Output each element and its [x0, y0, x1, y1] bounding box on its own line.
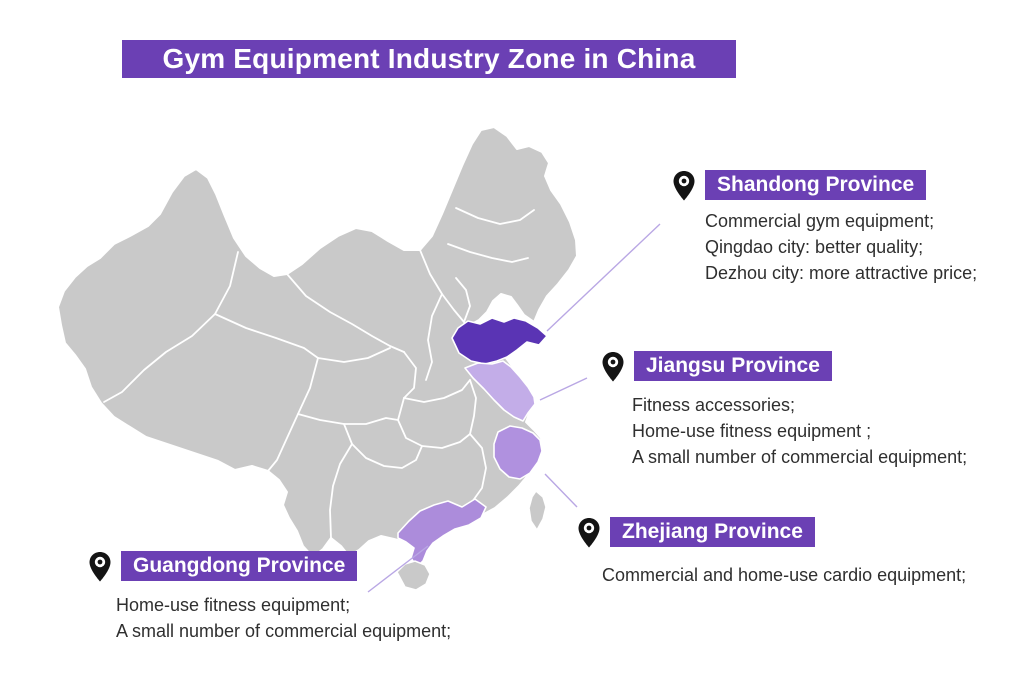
callout-guangdong: Guangdong Province Home-use fitness equi… [88, 551, 451, 644]
taiwan-island-shape [528, 489, 547, 532]
leader-line-guangdong [367, 545, 429, 593]
description-line: Home-use fitness equipment ; [632, 421, 872, 441]
callout-shandong: Shandong Province Commercial gym equipme… [672, 170, 977, 286]
description-line: A small number of commercial equipment; [632, 447, 968, 467]
description-line: Qingdao city: better quality; [705, 237, 924, 257]
province-shandong-shape [451, 317, 548, 365]
callout-zhejiang: Zhejiang Province Commercial and home-us… [577, 517, 966, 588]
leader-line-jiangsu [539, 377, 588, 401]
province-label-shandong: Shandong Province [705, 170, 927, 200]
leader-line-zhejiang [544, 473, 578, 508]
province-label-jiangsu: Jiangsu Province [634, 351, 832, 381]
province-label-zhejiang: Zhejiang Province [610, 517, 815, 547]
province-guangdong-shape [397, 498, 487, 568]
province-label-guangdong: Guangdong Province [121, 551, 358, 581]
hainan-island-shape [396, 560, 431, 591]
province-description-guangdong: Home-use fitness equipment; A small numb… [116, 592, 451, 644]
description-line: Home-use fitness equipment; [116, 595, 351, 615]
province-jiangsu-shape [464, 360, 536, 422]
description-line: Commercial and home-use cardio equipment… [602, 565, 967, 585]
page-title: Gym Equipment Industry Zone in China [122, 40, 736, 78]
location-pin-icon [673, 171, 695, 201]
province-description-zhejiang: Commercial and home-use cardio equipment… [602, 562, 966, 588]
description-line: Commercial gym equipment; [705, 211, 935, 231]
province-description-shandong: Commercial gym equipment; Qingdao city: … [705, 208, 977, 286]
leader-lines [367, 223, 661, 593]
province-description-jiangsu: Fitness accessories; Home-use fitness eq… [632, 392, 967, 470]
leader-line-shandong [546, 223, 661, 332]
description-line: A small number of commercial equipment; [116, 621, 452, 641]
location-pin-icon [602, 352, 624, 382]
province-zhejiang-shape [493, 425, 543, 480]
description-line: Dezhou city: more attractive price; [705, 263, 978, 283]
location-pin-icon [578, 518, 600, 548]
callout-jiangsu: Jiangsu Province Fitness accessories; Ho… [601, 351, 967, 470]
location-pin-icon [89, 552, 111, 582]
description-line: Fitness accessories; [632, 395, 796, 415]
province-borders [103, 207, 535, 539]
